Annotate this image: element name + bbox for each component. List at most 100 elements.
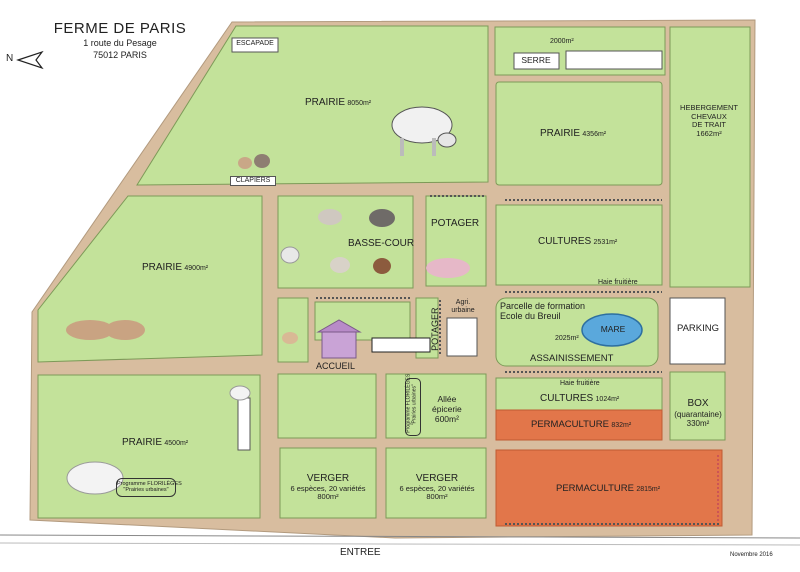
zone-prairie-4356	[495, 81, 663, 186]
verger-left-area: 800m²	[317, 492, 339, 502]
building-accueil	[321, 329, 357, 359]
permaculture-2815-area: 2815m²	[636, 486, 661, 493]
zone-verger-left	[279, 447, 377, 519]
programme-vertical-line2: "Prairies urbaines"	[411, 384, 417, 426]
zone-escapade	[231, 37, 279, 53]
prairie-4900-area: 4900m²	[184, 265, 209, 272]
permaculture-2815-name: PERMACULTURE	[556, 483, 634, 494]
potager-top-label: POTAGER	[431, 218, 480, 229]
zone-agri-urbaine	[446, 317, 478, 357]
hebergement-line2: CHEVAUX	[691, 111, 727, 121]
road-line	[0, 534, 800, 539]
shelter-4500	[237, 397, 251, 451]
cultures-1024-name: CULTURES	[540, 393, 594, 404]
serre-area: 2000m²	[550, 38, 574, 45]
building-accueil-roof	[316, 319, 362, 333]
hebergement-area: 1662m²	[696, 128, 722, 138]
cultures-2531-label: CULTURES 2531m²	[538, 236, 617, 248]
assainissement-label: ASSAINISSEMENT	[530, 353, 614, 364]
prairie-4500-area: 4500m²	[164, 440, 189, 447]
programme-left-line1: Programme FLORILÈGES	[117, 481, 182, 487]
verger-right-area: 800m²	[426, 492, 448, 502]
compass-arrow-icon	[16, 50, 44, 70]
pond	[581, 313, 643, 347]
cultures-1024-label: CULTURES 1024m²	[540, 393, 619, 405]
cultures-2531-name: CULTURES	[538, 236, 592, 247]
zone-prairie-4500	[37, 374, 261, 519]
verger-left-label: VERGER 6 espèces, 20 variétés 800m²	[280, 473, 376, 502]
potager-side-label: POTAGER	[429, 307, 440, 351]
date-label: Novembre 2016	[730, 552, 773, 558]
verger-right-name: VERGER	[415, 473, 459, 484]
rabbits-icon	[238, 154, 270, 169]
zone-cultures-2531	[495, 204, 663, 286]
verger-right-label: VERGER 6 espèces, 20 variétés 800m²	[388, 473, 486, 502]
parking-label: PARKING	[676, 323, 720, 334]
prairie-north-label: PRAIRIE 8050m²	[305, 97, 371, 109]
hebergement-line3: DE TRAIT	[691, 120, 727, 130]
permaculture-832-name: PERMACULTURE	[531, 419, 609, 430]
zone-verger-right	[385, 447, 487, 519]
potager-side-wrap: POTAGER	[427, 300, 440, 356]
hebergement-label: HEBERGEMENT CHEVAUX DE TRAIT 1662m²	[676, 103, 742, 139]
prairie-4500-label: PRAIRIE 4500m²	[122, 437, 188, 449]
map-title-block: FERME DE PARIS 1 route du Pesage 75012 P…	[50, 20, 190, 61]
programme-vertical-label: Programme FLORILÈGES "Prairies urbaines"	[405, 374, 418, 433]
allee-line2: épicerie	[432, 403, 462, 414]
goats-icon	[66, 320, 145, 340]
permaculture-2815-label: PERMACULTURE 2815m²	[556, 483, 661, 495]
haie-fruitiere-2-label: Haie fruitière	[560, 380, 600, 387]
zone-middle-left	[277, 297, 309, 363]
zone-center-lower	[277, 373, 377, 439]
zone-box	[669, 371, 726, 441]
zone-parking	[669, 297, 726, 365]
permaculture-832-area: 832m²	[611, 422, 632, 429]
prairie-4500-name: PRAIRIE	[122, 437, 163, 448]
zone-hebergement	[669, 26, 751, 288]
agri-urbaine-label: Agri. urbaine	[448, 299, 478, 315]
clapiers-label: CLAPIERS	[230, 176, 276, 187]
parcelle-line2: Ecole du Breuil	[500, 311, 561, 322]
prairie-north-name: PRAIRIE	[305, 97, 346, 108]
zone-prairie-4900	[37, 195, 263, 363]
verger-left-desc: 6 espèces, 20 variétés	[290, 483, 366, 493]
poultry-icon	[318, 209, 395, 274]
zone-permaculture-832	[495, 409, 663, 441]
basse-cour-label: BASSE-COUR	[348, 238, 415, 249]
allee-area: 600m²	[434, 413, 459, 424]
programme-left-line2: "Prairies urbaines"	[123, 487, 169, 494]
escapade-label: ESCAPADE	[236, 40, 274, 47]
prairie-4900-name: PRAIRIE	[142, 262, 183, 273]
permaculture-832-label: PERMACULTURE 832m²	[531, 419, 632, 431]
zone-serre-right	[565, 50, 663, 70]
cultures-2531-area: 2531m²	[593, 239, 618, 246]
agri-urbaine-line2: urbaine	[451, 307, 475, 315]
cultures-1024-area: 1024m²	[595, 396, 620, 403]
cow-icon	[391, 106, 457, 156]
address-line-1: 1 route du Pesage	[83, 38, 157, 48]
verger-left-name: VERGER	[306, 473, 350, 484]
building-annex	[371, 337, 431, 353]
allee-line1: Allée	[437, 394, 457, 404]
entrance-label: ENTREE	[340, 547, 381, 558]
pigs-icon	[426, 258, 470, 278]
box-label: BOX (quarantaine) 330m²	[672, 398, 724, 428]
zone-serre	[513, 52, 560, 70]
parcelle-area: 2025m²	[555, 335, 579, 342]
parcelle-label: Parcelle de formation Ecole du Breuil	[500, 301, 585, 322]
map-title: FERME DE PARIS	[53, 20, 187, 37]
zone-permaculture-2815	[495, 449, 723, 527]
sheep-icon	[66, 385, 251, 495]
programme-left-label: Programme FLORILÈGES "Prairies urbaines"	[116, 478, 182, 497]
prairie-north-area: 8050m²	[347, 100, 372, 107]
parcelle-line1: Parcelle de formation	[500, 301, 586, 311]
road-line-2	[0, 542, 800, 546]
mare-label: MARE	[600, 324, 626, 334]
programme-vertical-box: Programme FLORILÈGES "Prairies urbaines"	[405, 374, 421, 436]
prairie-4900-label: PRAIRIE 4900m²	[142, 262, 208, 274]
verger-right-desc: 6 espèces, 20 variétés	[399, 483, 475, 493]
box-name: BOX	[687, 398, 709, 409]
hebergement-line1: HEBERGEMENT	[680, 103, 738, 112]
allee-label: Allée épicerie 600m²	[432, 394, 462, 424]
